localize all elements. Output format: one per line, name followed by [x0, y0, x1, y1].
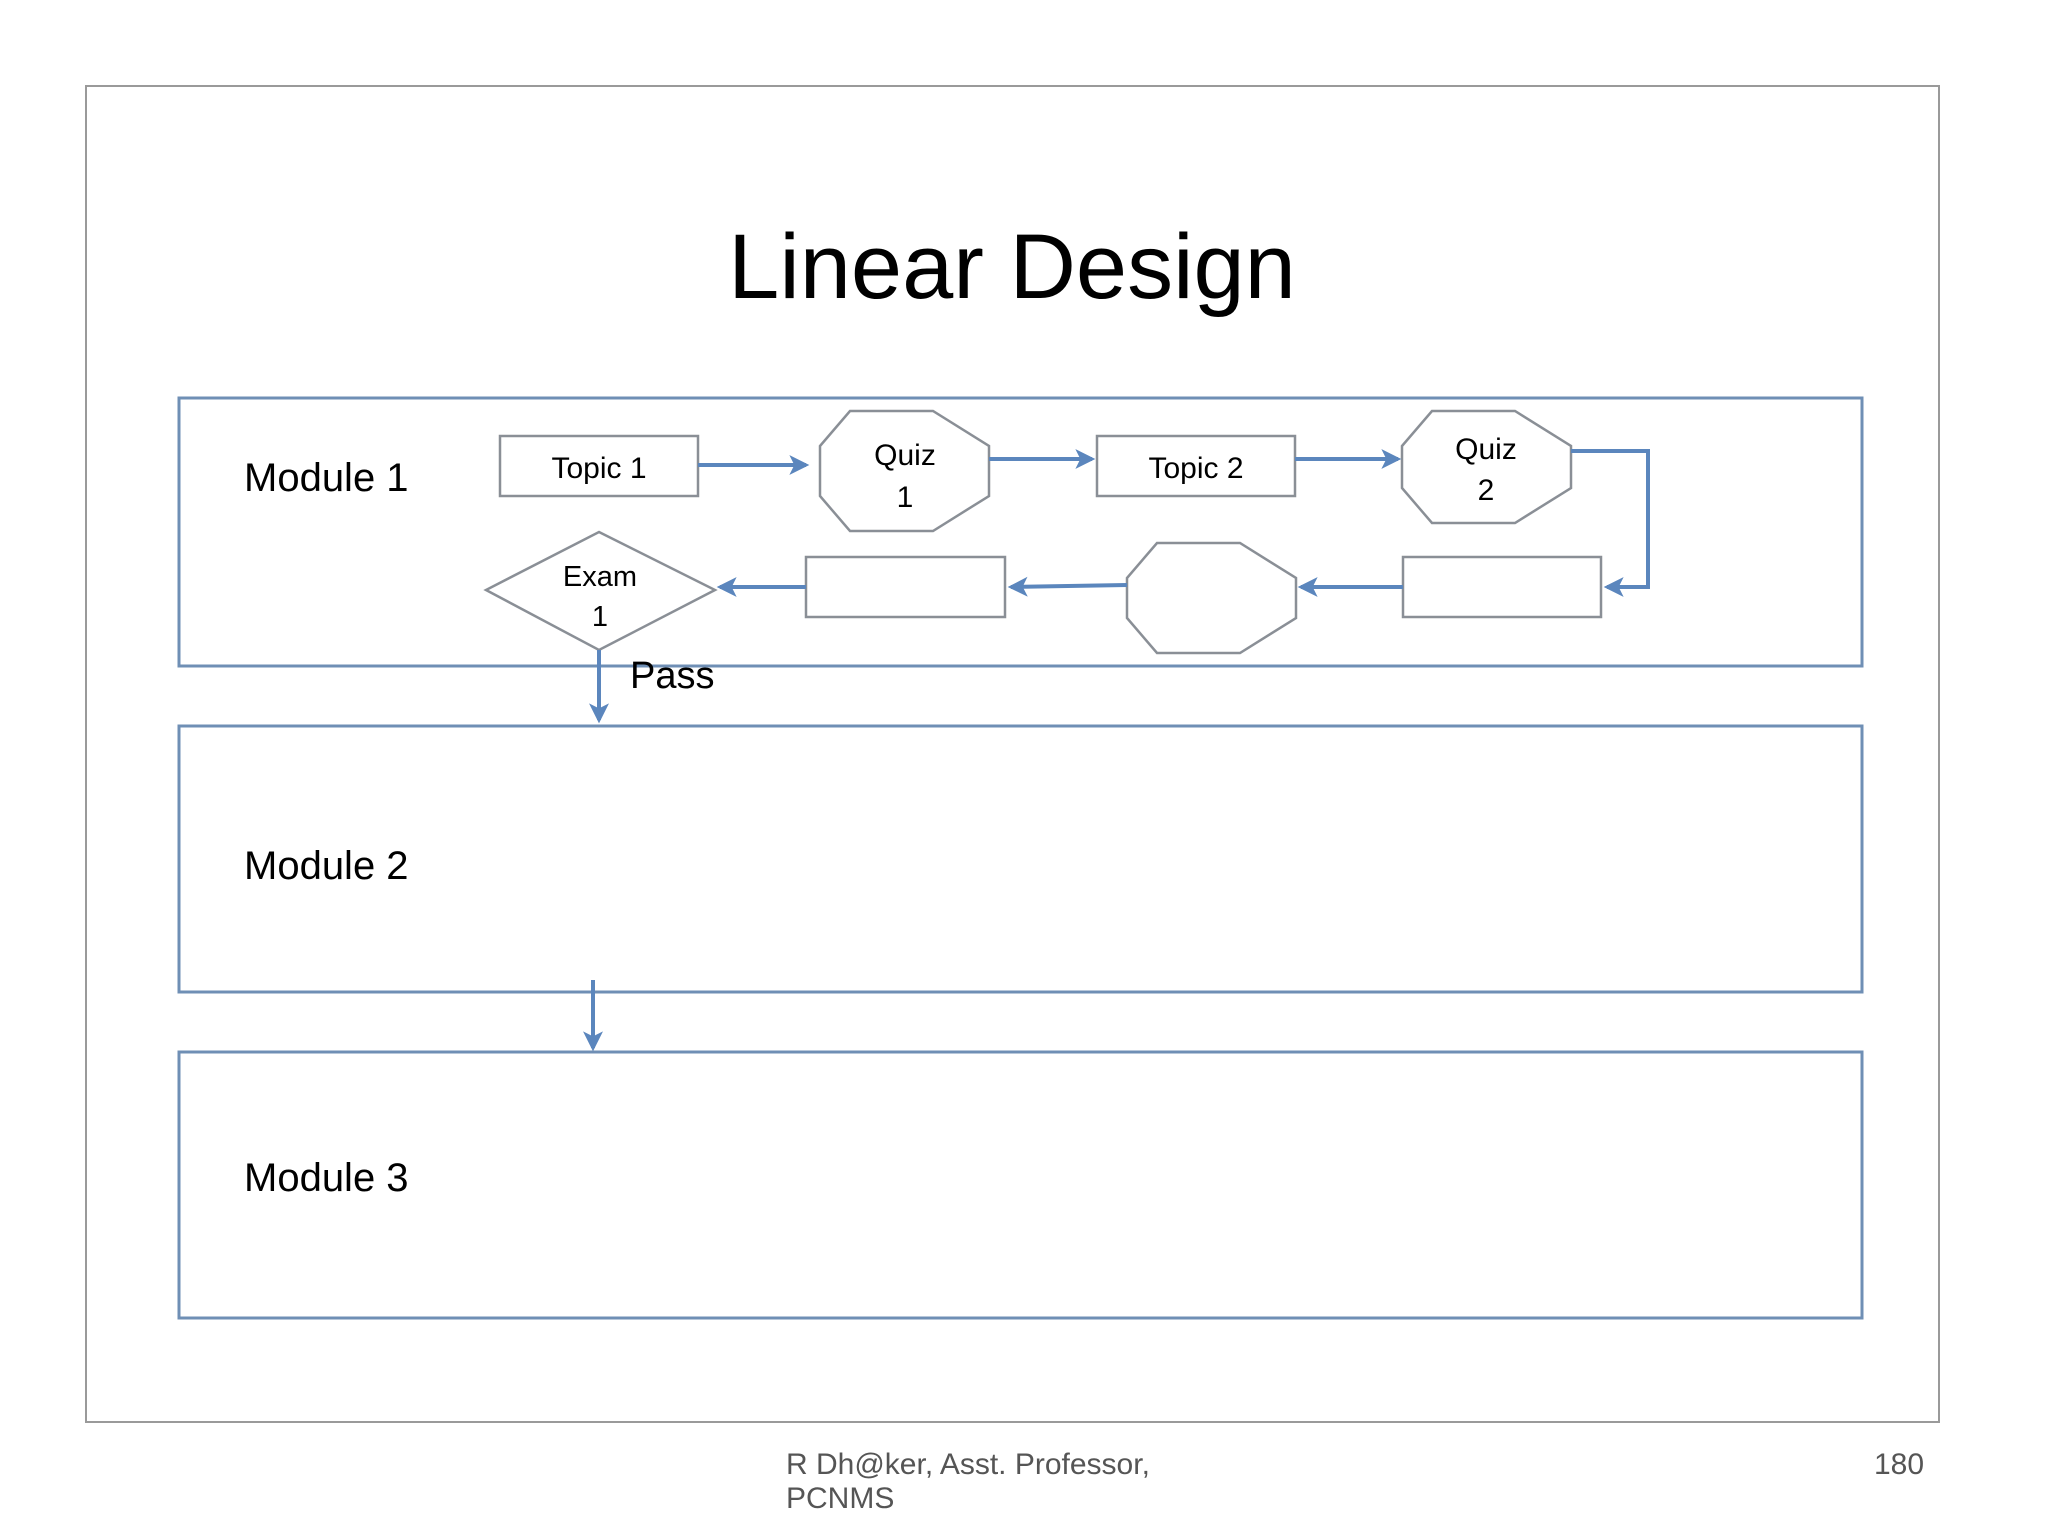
module-2-box	[177, 724, 1864, 994]
exam-1-label-line2: 1	[592, 601, 608, 633]
arrow-quiz2-down-to-right-box	[1571, 449, 1650, 597]
quiz-1-shape	[818, 409, 991, 533]
quiz-2-label-line1: Quiz	[1455, 433, 1517, 466]
module-1-label: Module 1	[244, 456, 409, 500]
module-3-label: Module 3	[244, 1156, 409, 1200]
arrow-octagon-to-left-box	[1007, 576, 1128, 597]
blank-topic-box-right	[1401, 555, 1603, 619]
topic-2-label: Topic 2	[1148, 452, 1243, 485]
slide-title: Linear Design	[728, 216, 1296, 318]
module-1-box	[177, 396, 1864, 668]
topic-1-label: Topic 1	[551, 452, 646, 485]
quiz-2-label-line2: 2	[1478, 474, 1495, 507]
module-3-box	[177, 1050, 1864, 1320]
quiz-1-label-line2: 1	[897, 481, 914, 514]
page-number: 180	[1874, 1448, 1925, 1481]
quiz-2-shape	[1400, 409, 1573, 525]
footer-author: R Dh@ker, Asst. Professor, PCNMS	[786, 1448, 1150, 1515]
exam-1-label-line1: Exam	[563, 561, 637, 593]
blank-topic-box-left	[804, 555, 1007, 619]
topic-1-box	[498, 434, 700, 498]
blank-quiz-shape	[1125, 541, 1298, 655]
pass-label: Pass	[630, 655, 714, 697]
topic-2-box	[1095, 434, 1297, 498]
quiz-1-label-line1: Quiz	[874, 439, 936, 472]
module-2-label: Module 2	[244, 844, 409, 888]
